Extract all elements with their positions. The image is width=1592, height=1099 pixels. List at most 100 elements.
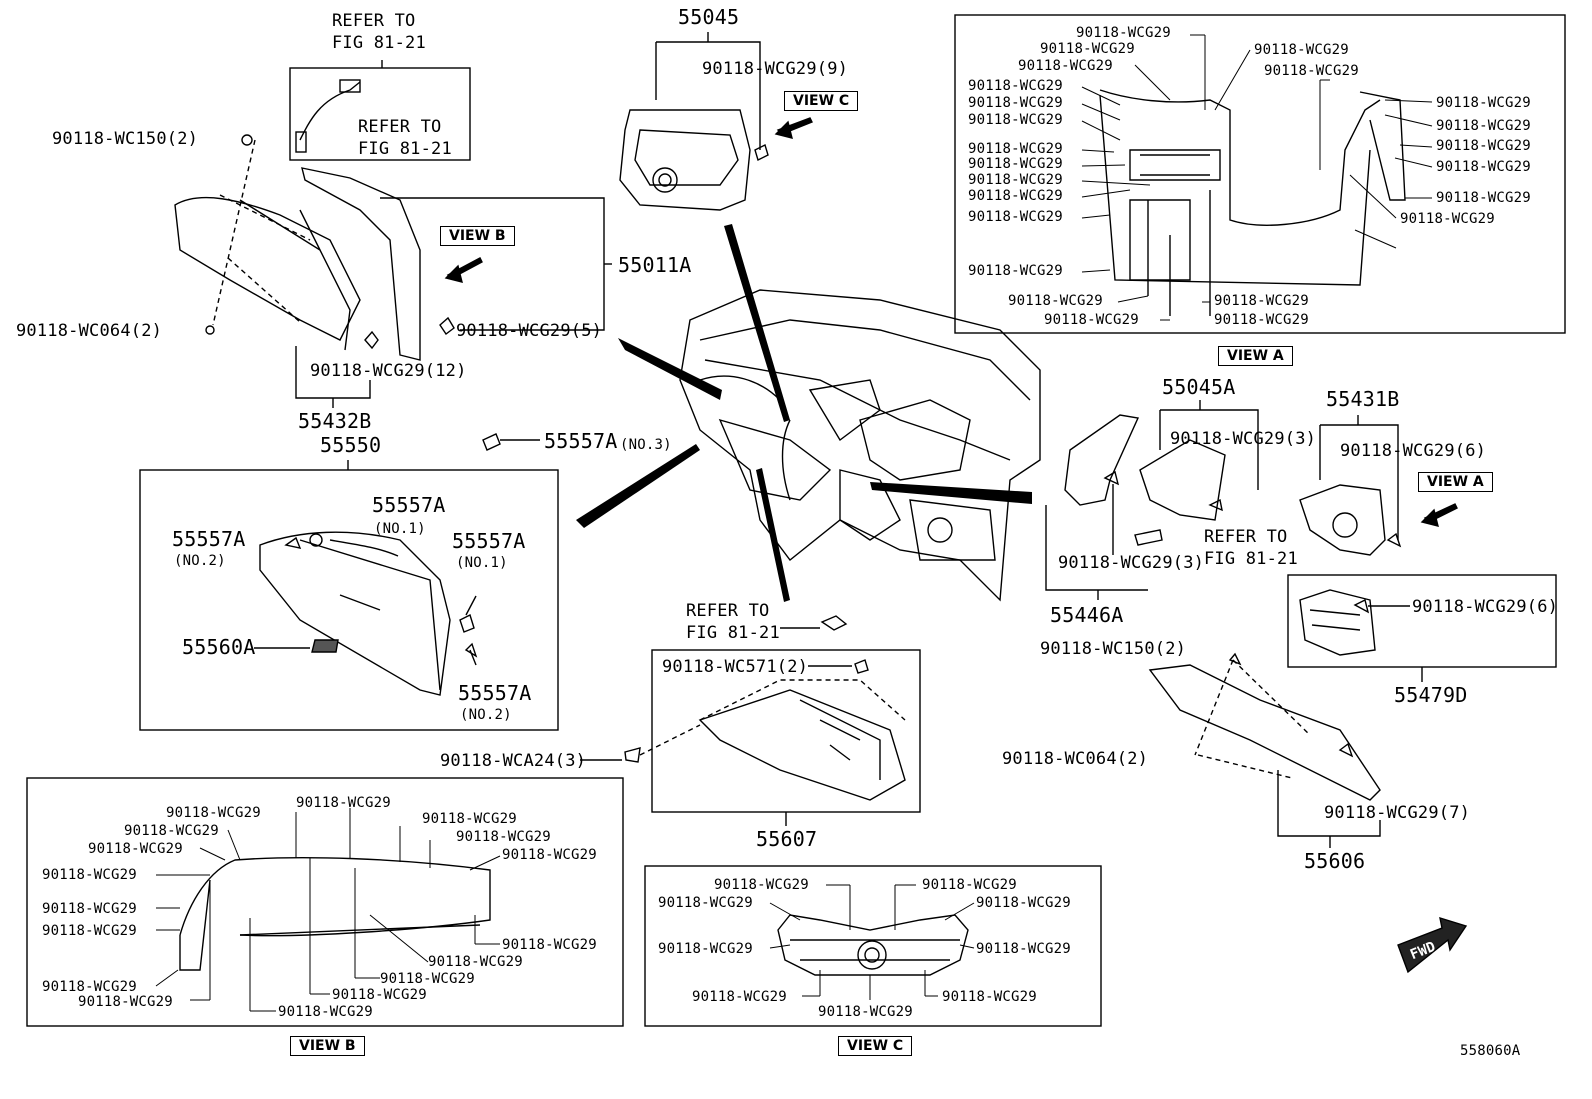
part-callout: 90118-WC064(2) bbox=[1002, 749, 1149, 769]
trim-55606 bbox=[1148, 664, 1381, 801]
refer-label: REFER TO bbox=[1204, 527, 1288, 547]
view-a-callout: 90118-WCG29 bbox=[968, 263, 1063, 279]
view-b-callout: 90118-WCG29 bbox=[428, 954, 523, 970]
view-b-callout: 90118-WCG29 bbox=[380, 971, 475, 987]
view-tag: VIEW B bbox=[290, 1036, 365, 1056]
view-a-callout: 90118-WCG29 bbox=[968, 78, 1063, 94]
part-note: (NO.1) bbox=[374, 521, 426, 537]
part-number: 55431B bbox=[1326, 387, 1400, 411]
view-c-callout: 90118-WCG29 bbox=[658, 941, 753, 957]
view-tag: VIEW B bbox=[440, 226, 515, 246]
view-a-callout: 90118-WCG29 bbox=[1436, 118, 1531, 134]
part-number: 55557A bbox=[452, 529, 526, 553]
view-a-callout: 90118-WCG29 bbox=[1214, 293, 1309, 309]
view-a-callout: 90118-WCG29 bbox=[1044, 312, 1139, 328]
view-tag: VIEW C bbox=[784, 91, 859, 111]
refer-label: REFER TO bbox=[332, 11, 416, 31]
part-number: 55560A bbox=[182, 635, 256, 659]
view-b-callout: 90118-WCG29 bbox=[42, 901, 137, 917]
view-a-callout: 90118-WCG29 bbox=[968, 156, 1063, 172]
view-c-bezel bbox=[777, 914, 969, 976]
part-note: (NO.1) bbox=[456, 555, 508, 571]
view-b-callout: 90118-WCG29 bbox=[502, 847, 597, 863]
part-callout: 90118-WCG29(6) bbox=[1412, 597, 1559, 617]
fwd-arrow-icon bbox=[1397, 916, 1468, 974]
part-note: (NO.3) bbox=[620, 437, 672, 453]
view-a-callout: 90118-WCG29 bbox=[1436, 159, 1531, 175]
view-c-callout: 90118-WCG29 bbox=[714, 877, 809, 893]
part-callout: 90118-WCG29(3) bbox=[1058, 553, 1205, 573]
leader-wedges bbox=[576, 224, 1032, 602]
view-a-callout: 90118-WCG29 bbox=[968, 112, 1063, 128]
part-number: 55045A bbox=[1162, 375, 1236, 399]
refer-label: REFER TO bbox=[686, 601, 770, 621]
part-number: 55557A bbox=[544, 429, 618, 453]
part-number: 55011A bbox=[618, 253, 692, 277]
view-a-callout: 90118-WCG29 bbox=[1018, 58, 1113, 74]
view-a-callout: 90118-WCG29 bbox=[1400, 211, 1495, 227]
refer-label: FIG 81-21 bbox=[332, 33, 426, 53]
view-b-callout: 90118-WCG29 bbox=[502, 937, 597, 953]
part-callout: 90118-WCG29(6) bbox=[1340, 441, 1487, 461]
part-number: 55606 bbox=[1304, 849, 1366, 873]
glovebox-group-55550 bbox=[139, 469, 559, 731]
view-a-callout: 90118-WCG29 bbox=[1008, 293, 1103, 309]
view-b-callout: 90118-WCG29 bbox=[456, 829, 551, 845]
view-b-callout: 90118-WCG29 bbox=[332, 987, 427, 1003]
part-callout: 90118-WC064(2) bbox=[16, 321, 163, 341]
view-b-callout: 90118-WCG29 bbox=[124, 823, 219, 839]
view-b-callout: 90118-WCG29 bbox=[78, 994, 173, 1010]
view-c-callout: 90118-WCG29 bbox=[818, 1004, 913, 1020]
refer-box-top bbox=[289, 67, 471, 161]
refer-label: REFER TO bbox=[358, 117, 442, 137]
view-b-panel bbox=[179, 856, 491, 937]
view-b-callout: 90118-WCG29 bbox=[42, 867, 137, 883]
refer-label: FIG 81-21 bbox=[1204, 549, 1298, 569]
part-callout: 90118-WCG29(7) bbox=[1324, 803, 1471, 823]
view-b-callout: 90118-WCG29 bbox=[422, 811, 517, 827]
view-b-box bbox=[26, 777, 624, 1027]
view-b-callout: 90118-WCG29 bbox=[278, 1004, 373, 1020]
part-callout: 90118-WCG29(12) bbox=[310, 361, 467, 381]
part-callout: 90118-WC571(2) bbox=[662, 657, 809, 677]
view-a-box bbox=[954, 14, 1566, 334]
bezel-55045 bbox=[619, 109, 751, 211]
view-tag: VIEW C bbox=[838, 1036, 913, 1056]
bezel-55431B bbox=[1299, 484, 1386, 556]
part-callout: 90118-WC150(2) bbox=[52, 129, 199, 149]
view-a-callout: 90118-WCG29 bbox=[968, 172, 1063, 188]
left-panel-55432B bbox=[174, 196, 361, 341]
view-a-panel bbox=[1099, 89, 1381, 226]
group-box-55479D bbox=[1287, 574, 1557, 668]
part-note: (NO.2) bbox=[460, 707, 512, 723]
part-number: 55557A bbox=[172, 527, 246, 551]
view-a-callout: 90118-WCG29 bbox=[968, 95, 1063, 111]
view-a-callout: 90118-WCG29 bbox=[1254, 42, 1349, 58]
view-tag: VIEW A bbox=[1418, 472, 1493, 492]
part-number: 55607 bbox=[756, 827, 818, 851]
part-number: 55446A bbox=[1050, 603, 1124, 627]
view-b-callout: 90118-WCG29 bbox=[296, 795, 391, 811]
glovebox-55550 bbox=[259, 531, 451, 696]
part-callout: 90118-WCG29(3) bbox=[1170, 429, 1317, 449]
part-number: 55432B bbox=[298, 409, 372, 433]
part-callout: 90118-WC150(2) bbox=[1040, 639, 1187, 659]
trim-55446A bbox=[1064, 414, 1140, 506]
trim-55011A bbox=[301, 167, 421, 361]
view-a-callout: 90118-WCG29 bbox=[968, 188, 1063, 204]
view-c-callout: 90118-WCG29 bbox=[976, 941, 1071, 957]
view-c-callout: 90118-WCG29 bbox=[658, 895, 753, 911]
view-a-callout: 90118-WCG29 bbox=[1214, 312, 1309, 328]
view-a-callout: 90118-WCG29 bbox=[1436, 95, 1531, 111]
part-callout: 90118-WCG29(9) bbox=[702, 59, 849, 79]
view-a-callout: 90118-WCG29 bbox=[968, 141, 1063, 157]
refer-label: FIG 81-21 bbox=[358, 139, 452, 159]
view-c-callout: 90118-WCG29 bbox=[922, 877, 1017, 893]
view-c-callout: 90118-WCG29 bbox=[976, 895, 1071, 911]
part-note: (NO.2) bbox=[174, 553, 226, 569]
part-callout: 90118-WCA24(3) bbox=[440, 751, 587, 771]
view-b-callout: 90118-WCG29 bbox=[42, 923, 137, 939]
part-number: 55479D bbox=[1394, 683, 1468, 707]
view-c-callout: 90118-WCG29 bbox=[942, 989, 1037, 1005]
